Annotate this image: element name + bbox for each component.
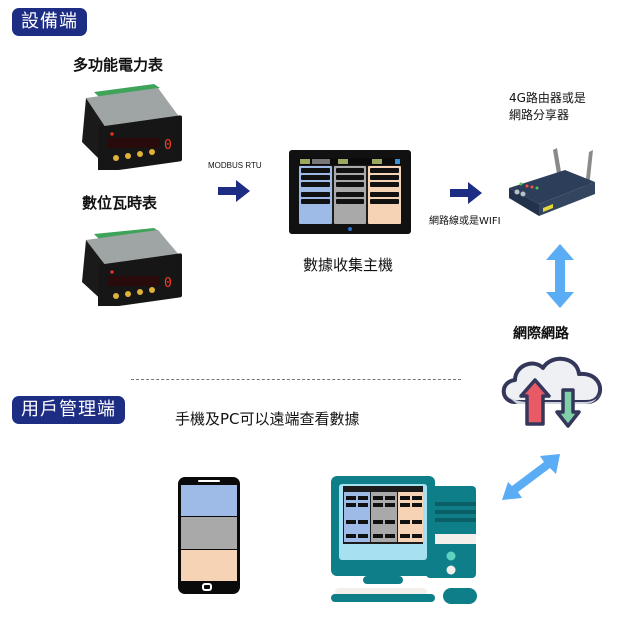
- collector-label: 數據收集主機: [303, 256, 394, 274]
- watt-hour-meter-label: 數位瓦時表: [82, 194, 158, 212]
- power-meter-icon: 0: [82, 84, 182, 170]
- smartphone-icon: [178, 477, 240, 594]
- desktop-pc-icon: [331, 476, 477, 604]
- section-divider: [131, 379, 461, 380]
- remote-view-label: 手機及PC可以遠端查看數據: [175, 410, 360, 428]
- cloud-sync-icon: [501, 357, 603, 428]
- router-label-line1: 4G路由器或是: [509, 91, 586, 105]
- router-label-line2: 網路分享器: [509, 108, 570, 122]
- bidirectional-arrow-vertical-icon: [546, 244, 574, 308]
- network-wifi-label: 網路線或是WIFI: [429, 216, 501, 227]
- arrow-right-icon: [450, 182, 482, 204]
- home-button: [202, 583, 212, 591]
- user-side-badge: 用戶管理端: [12, 396, 125, 424]
- meter-digit: 0: [164, 138, 172, 153]
- device-side-badge: 設備端: [12, 8, 87, 36]
- touchscreen-icon: [289, 150, 411, 234]
- watt-hour-meter-icon: 0: [82, 228, 182, 306]
- internet-label: 網際網路: [513, 326, 569, 342]
- power-meter-label: 多功能電力表: [73, 56, 164, 74]
- modbus-label: MODBUS RTU: [208, 161, 262, 170]
- bidirectional-arrow-diagonal-icon: [502, 454, 560, 500]
- arrow-right-icon: [218, 180, 250, 202]
- router-icon: [509, 148, 595, 216]
- svg-text:0: 0: [164, 276, 172, 291]
